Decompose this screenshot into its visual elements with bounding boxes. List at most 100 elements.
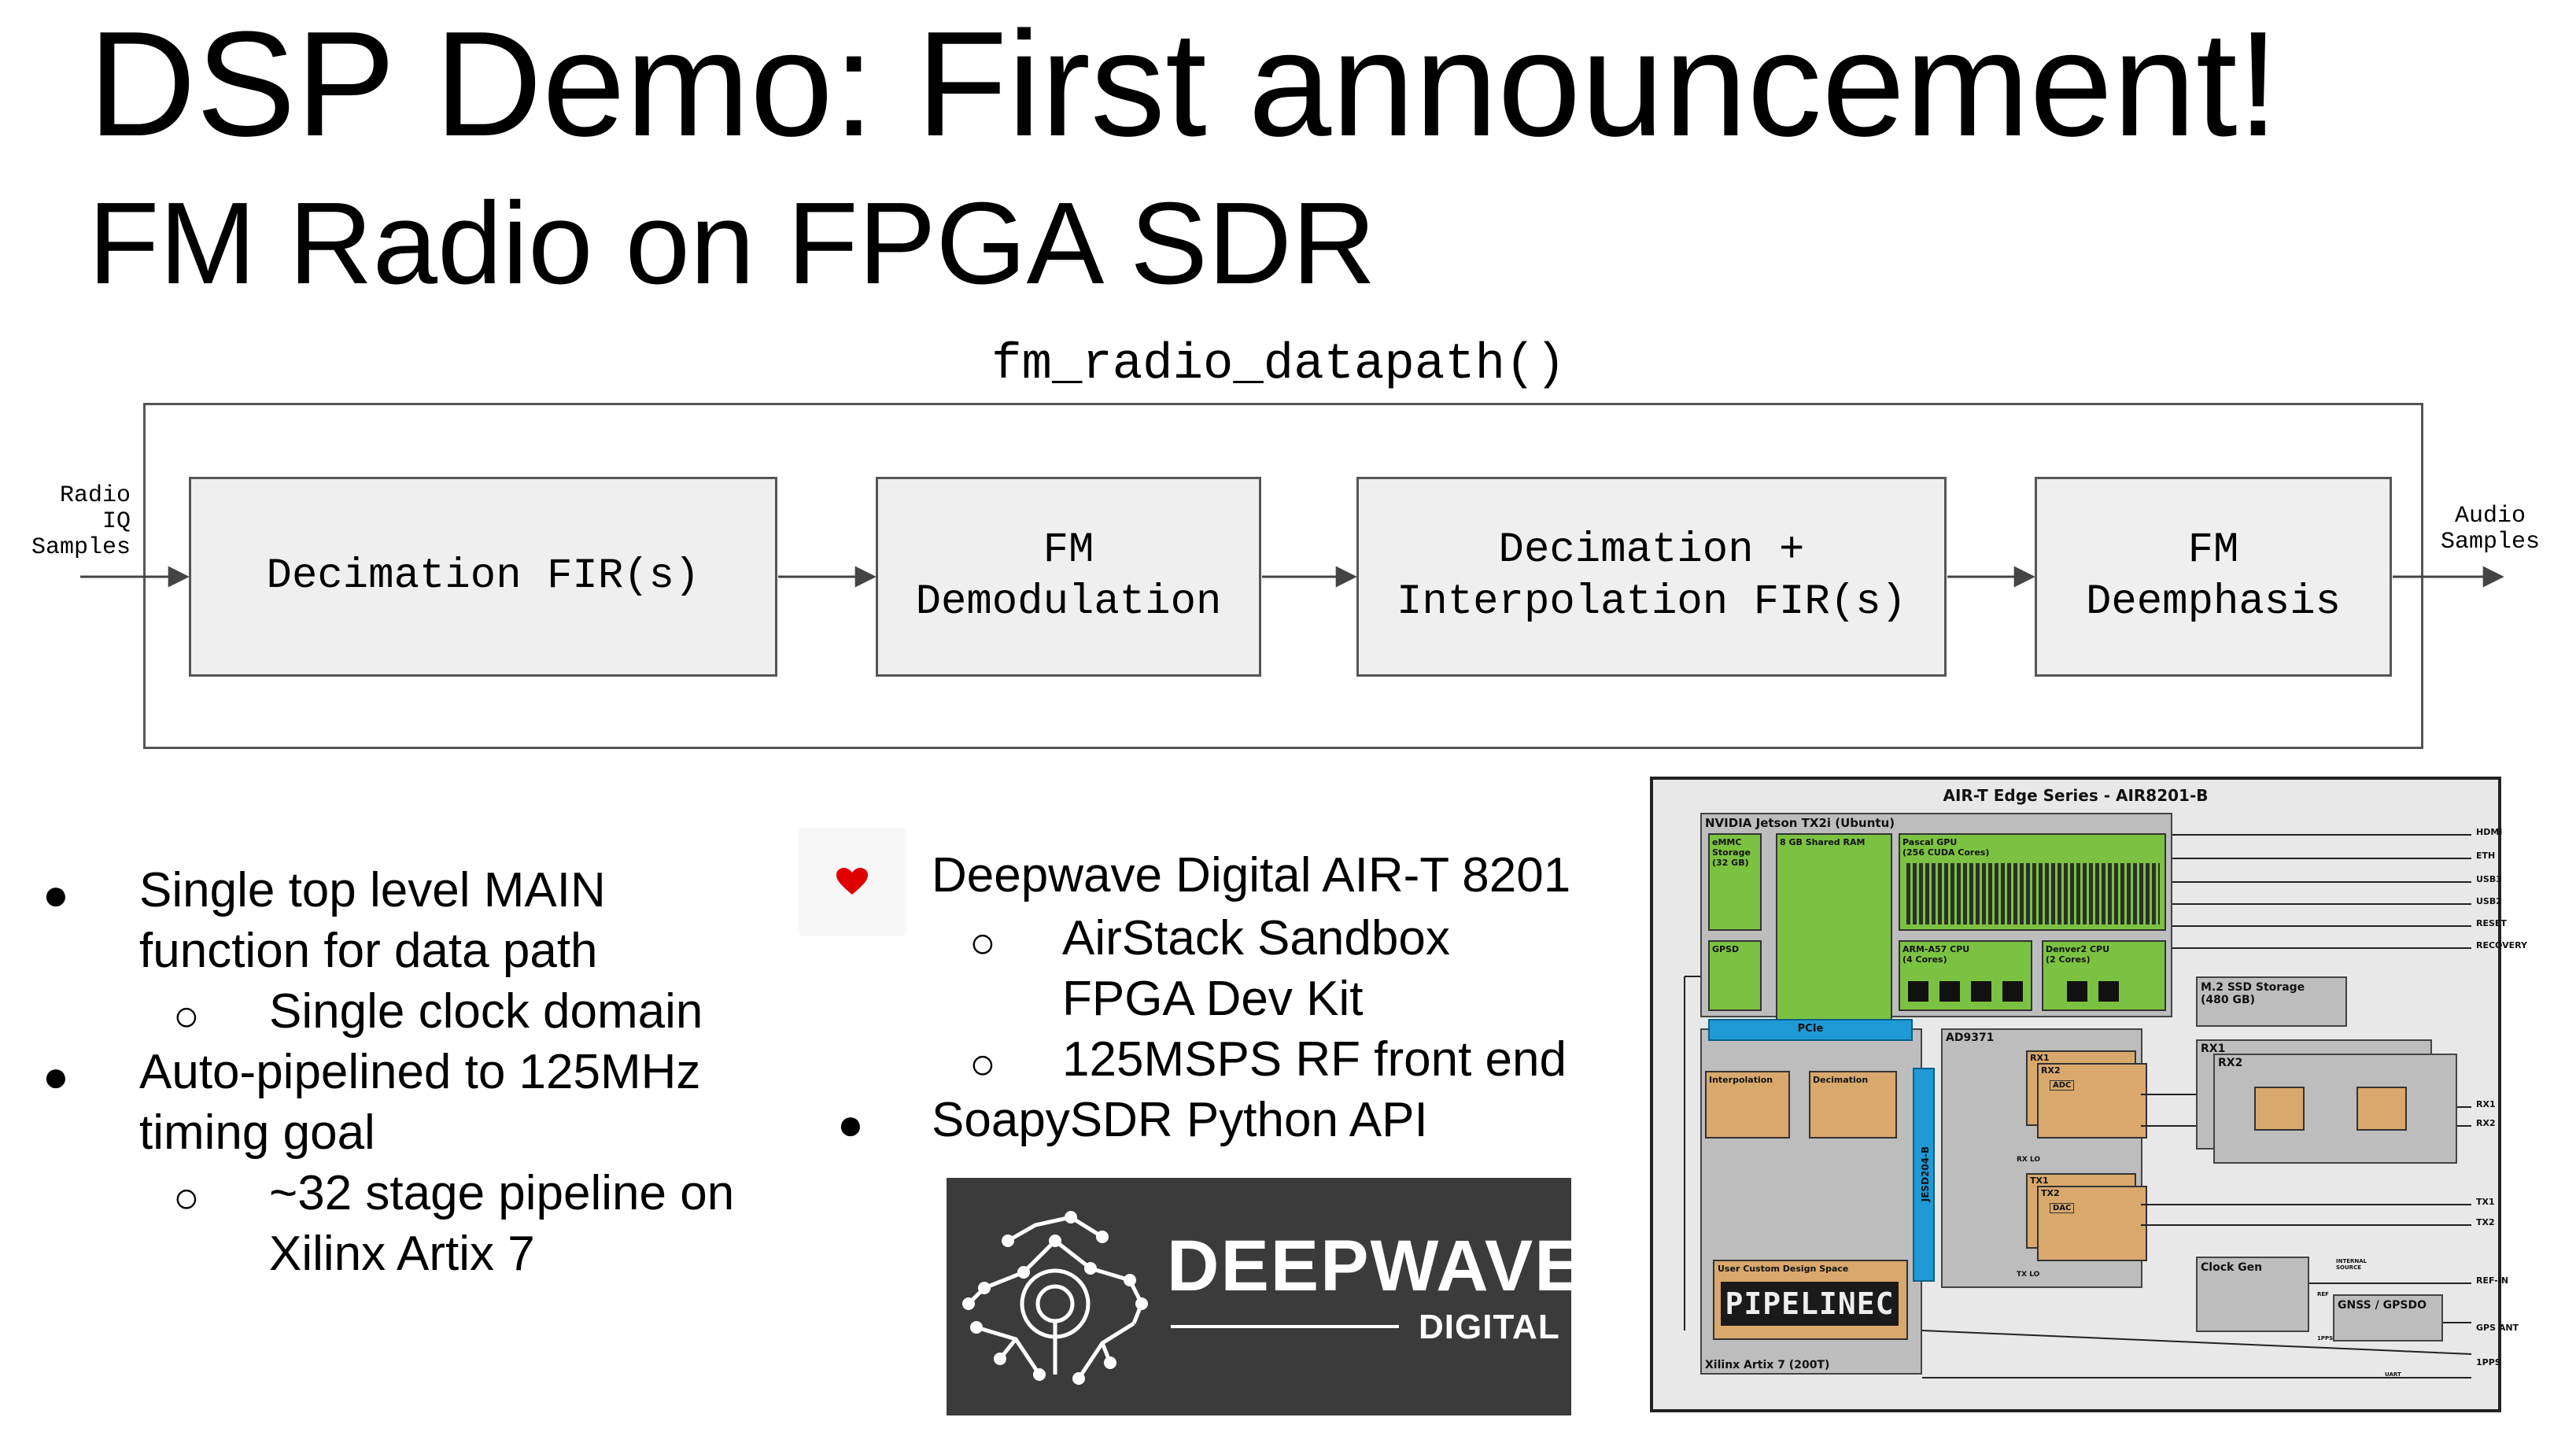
block-decimation-interpolation-fir: Decimation + Interpolation FIR(s)	[1356, 477, 1947, 677]
function-name-label: fm_radio_datapath()	[991, 337, 1566, 393]
port-1pps: 1PPS	[2476, 1357, 2501, 1367]
emmc-label: eMMC Storage (32 GB)	[1712, 837, 1751, 868]
interpolation-block: Interpolation	[1705, 1071, 1790, 1139]
rx1-frontend-label: RX1	[2201, 1043, 2226, 1055]
port-rx1: RX1	[2476, 1099, 2496, 1109]
ram-label: 8 GB Shared RAM	[1780, 837, 1866, 847]
port-reset: RESET	[2476, 918, 2507, 928]
block-fm-demodulation: FM Demodulation	[876, 477, 1261, 677]
artix-label: Xilinx Artix 7 (200T)	[1705, 1359, 1830, 1371]
slide-subtitle: FM Radio on FPGA SDR	[88, 179, 1376, 308]
air-t-block-diagram: AIR-T Edge Series - AIR8201-B NVIDIA Jet…	[1650, 777, 2527, 1412]
sub-bullet-text: Xilinx Artix 7	[269, 1227, 535, 1281]
bullet-dot: ●	[42, 1051, 69, 1101]
sub-bullet-text: 125MSPS RF front end	[1062, 1032, 1567, 1087]
port-gps-ant: GPS ANT	[2476, 1323, 2519, 1333]
rx2-frontend: RX2	[2213, 1054, 2457, 1164]
sub-bullet-dot: ○	[173, 991, 200, 1040]
internal-source-label: INTERNAL SOURCE	[2336, 1258, 2367, 1271]
arm-cpu-label: ARM-A57 CPU (4 Cores)	[1902, 944, 1970, 965]
sub-bullet-text: FPGA Dev Kit	[1062, 972, 1364, 1026]
output-label: Audio Samples	[2440, 503, 2541, 555]
clock-gen-label: Clock Gen	[2201, 1261, 2263, 1274]
port-tx2: TX2	[2476, 1217, 2495, 1227]
clock-gen-block: Clock Gen	[2196, 1257, 2309, 1332]
block-decimation-fir: Decimation FIR(s)	[189, 477, 777, 677]
gnss-block: GNSS / GPSDO	[2333, 1294, 2443, 1342]
pipelinec-logo: PIPELINEC	[1721, 1282, 1899, 1326]
rf-switch-2	[2356, 1087, 2407, 1131]
emmc-block: eMMC Storage (32 GB)	[1708, 833, 1762, 931]
circuit-brain-icon	[962, 1211, 1148, 1385]
bullet-text: Deepwave Digital AIR-T 8201	[932, 848, 1571, 902]
input-label: Radio IQ Samples	[31, 482, 131, 561]
sub-bullet-text: AirStack Sandbox	[1062, 911, 1450, 965]
arm-cores	[1908, 981, 2026, 1002]
gpu-label: Pascal GPU (256 CUDA Cores)	[1902, 837, 1990, 858]
denver-cores	[2067, 981, 2122, 1002]
rx1-label: RX1	[2030, 1053, 2050, 1063]
rx-lo-label: RX LO	[2017, 1156, 2041, 1164]
bullet-text: timing goal	[139, 1105, 375, 1160]
sub-bullet-dot: ○	[173, 1172, 200, 1222]
rx2-path: RX2 ADC	[2037, 1063, 2147, 1139]
rx2-label: RX2	[2041, 1065, 2061, 1076]
deepwave-logo: DEEPWAVE DIGITAL	[947, 1178, 1583, 1415]
pcie-label: PCIe	[1797, 1023, 1824, 1035]
arm-cpu-block: ARM-A57 CPU (4 Cores)	[1899, 940, 2032, 1011]
bullet-text: SoapySDR Python API	[932, 1093, 1428, 1147]
jetson-label: NVIDIA Jetson TX2i (Ubuntu)	[1705, 816, 1895, 830]
bullet-dot: ●	[42, 869, 69, 919]
slide-title: DSP Demo: First announcement!	[88, 1, 2279, 168]
port-hdmi: HDMI	[2476, 827, 2503, 837]
denver-cpu-label: Denver2 CPU (2 Cores)	[2046, 944, 2110, 965]
denver-cpu-block: Denver2 CPU (2 Cores)	[2042, 940, 2166, 1011]
gpsd-block: GPSD	[1708, 940, 1762, 1011]
ad9371-label: AD9371	[1946, 1032, 1995, 1044]
uart-label: UART	[2385, 1371, 2401, 1378]
gpu-cores-grid	[1906, 863, 2160, 925]
pps-small-label: 1PPS	[2317, 1335, 2334, 1342]
air-t-title: AIR-T Edge Series - AIR8201-B	[1943, 786, 2209, 805]
decimation-block: Decimation	[1809, 1071, 1897, 1139]
adc-label: ADC	[2050, 1080, 2075, 1091]
sub-bullet-text: Single clock domain	[269, 984, 703, 1039]
sub-bullet-text: ~32 stage pipeline on	[269, 1166, 735, 1220]
dac-label: DAC	[2050, 1203, 2075, 1213]
pcie-bus: PCIe	[1708, 1019, 1913, 1041]
datapath-arrows	[80, 566, 2504, 588]
diagram-wires	[1684, 834, 2472, 1378]
decimation-label: Decimation	[1813, 1075, 1869, 1085]
ssd-label: M.2 SSD Storage (480 GB)	[2201, 981, 2305, 1006]
port-tx1: TX1	[2476, 1197, 2495, 1207]
jetson-module: NVIDIA Jetson TX2i (Ubuntu) eMMC Storage…	[1700, 813, 2172, 1025]
sub-bullet-dot: ○	[969, 1039, 996, 1088]
fpga-artix: Xilinx Artix 7 (200T) Interpolation Deci…	[1700, 1028, 1922, 1375]
user-design-block: User Custom Design Space PIPELINEC	[1713, 1260, 1908, 1340]
rx2-frontend-label: RX2	[2218, 1057, 2243, 1069]
ad9371-block: AD9371 RX1 RX2 ADC RX LO TX1 TX2 DAC TX …	[1941, 1028, 2147, 1288]
ref-small-label: REF	[2317, 1291, 2329, 1297]
heart-icon	[798, 828, 906, 936]
port-eth: ETH	[2476, 851, 2496, 861]
bullet-dot: ●	[837, 1099, 864, 1149]
bullet-text: function for data path	[139, 924, 598, 978]
tx2-label: TX2	[2041, 1188, 2060, 1198]
port-ref-in: REF-IN	[2476, 1275, 2509, 1286]
tx2-path: TX2 DAC	[2037, 1186, 2147, 1261]
block-fm-deemphasis: FM Deemphasis	[2035, 477, 2392, 677]
bullet-text: Single top level MAIN	[139, 863, 606, 917]
port-recovery: RECOVERY	[2476, 940, 2527, 950]
bullet-text: Auto-pipelined to 125MHz	[139, 1045, 701, 1099]
logo-word-digital: DIGITAL	[1419, 1308, 1560, 1346]
ssd-block: M.2 SSD Storage (480 GB)	[2196, 976, 2347, 1027]
rf-switch-1	[2254, 1087, 2305, 1131]
logo-word-deepwave: DEEPWAVE	[1167, 1226, 1585, 1306]
logo-divider	[1171, 1325, 1399, 1328]
port-usb2: USB2	[2476, 896, 2502, 906]
tx-lo-label: TX LO	[2017, 1271, 2040, 1279]
jesd-bus: JESD204-B	[1913, 1068, 1935, 1282]
port-rx2: RX2	[2476, 1118, 2496, 1128]
gnss-label: GNSS / GPSDO	[2338, 1299, 2427, 1312]
gpu-block: Pascal GPU (256 CUDA Cores)	[1899, 833, 2166, 931]
